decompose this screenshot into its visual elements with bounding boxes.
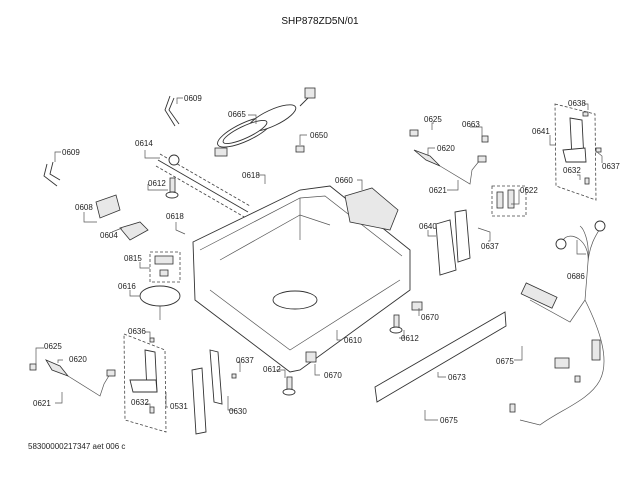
part-0608 [95, 194, 121, 219]
power-cord-0665 [214, 87, 316, 157]
clip-0670-a [411, 301, 423, 311]
disc-0616 [139, 285, 181, 320]
toe-panel-0673 [374, 311, 507, 403]
label-0612c: 0612 [263, 365, 281, 374]
module-0660 [344, 187, 399, 231]
label-0612b: 0612 [401, 334, 419, 343]
label-0815: 0815 [124, 254, 142, 263]
label-0612a: 0612 [148, 179, 166, 188]
label-0610: 0610 [344, 336, 362, 345]
label-0632a: 0632 [563, 166, 581, 175]
label-0632b: 0632 [131, 398, 149, 407]
label-0609a: 0609 [184, 94, 202, 103]
diagram-title: SHP878ZD5N/01 [281, 16, 359, 27]
clip-0609-top [164, 95, 180, 127]
label-0625b: 0625 [44, 342, 62, 351]
wiring-harness-0686 [509, 220, 606, 426]
label-0620a: 0620 [437, 144, 455, 153]
label-0618b: 0618 [166, 212, 184, 221]
label-0675b: 0675 [440, 416, 458, 425]
screw-0612-c [282, 376, 296, 396]
label-0660: 0660 [335, 176, 353, 185]
label-0630: 0630 [229, 407, 247, 416]
screw-0637-c [231, 373, 237, 379]
part-0815 [149, 251, 181, 283]
label-0670a: 0670 [421, 313, 439, 322]
bracket-0640 [435, 209, 471, 276]
label-0665: 0665 [228, 110, 246, 119]
label-0620b: 0620 [69, 355, 87, 364]
label-0670b: 0670 [324, 371, 342, 380]
label-0622: 0622 [520, 186, 538, 195]
clip-0609-left [43, 161, 61, 187]
label-0637c: 0637 [236, 356, 254, 365]
label-0641: 0641 [532, 127, 550, 136]
label-0650: 0650 [310, 131, 328, 140]
label-0618a: 0618 [242, 171, 260, 180]
parts-0620-0621-bottom [29, 359, 116, 397]
label-0638: 0638 [568, 99, 586, 108]
label-0686: 0686 [567, 272, 585, 281]
label-0637b: 0637 [602, 162, 620, 171]
label-0621b: 0621 [33, 399, 51, 408]
leader-lines [35, 97, 603, 421]
hinge-0531 [123, 333, 167, 433]
label-0614: 0614 [135, 139, 153, 148]
label-0625a: 0625 [424, 115, 442, 124]
clip-0670-b [305, 351, 317, 363]
label-0673: 0673 [448, 373, 466, 382]
label-0531: 0531 [170, 402, 188, 411]
label-0663: 0663 [462, 120, 480, 129]
drawing-reference-code: 58300000217347 aet 006 c [28, 442, 126, 451]
bracket-0630 [191, 349, 223, 435]
part-0650 [295, 145, 305, 153]
part-labels: 0609 0609 0665 0650 0614 0612 0618 0618 … [33, 94, 620, 425]
label-0609b: 0609 [62, 148, 80, 157]
base-tub-0610 [192, 185, 411, 373]
label-0675a: 0675 [496, 357, 514, 366]
valve-0604 [119, 221, 149, 241]
screw-0612-a [165, 177, 179, 199]
label-0604: 0604 [100, 231, 118, 240]
label-0640: 0640 [419, 222, 437, 231]
label-0637a: 0637 [481, 242, 499, 251]
label-0636: 0636 [128, 327, 146, 336]
label-0621a: 0621 [429, 186, 447, 195]
hinge-0641 [554, 103, 602, 201]
label-0616: 0616 [118, 282, 136, 291]
parts-0620-0621-top [409, 129, 489, 185]
part-0622 [491, 185, 527, 217]
screw-0612-b [389, 314, 403, 334]
label-0608: 0608 [75, 203, 93, 212]
rod-0614 [155, 153, 251, 219]
